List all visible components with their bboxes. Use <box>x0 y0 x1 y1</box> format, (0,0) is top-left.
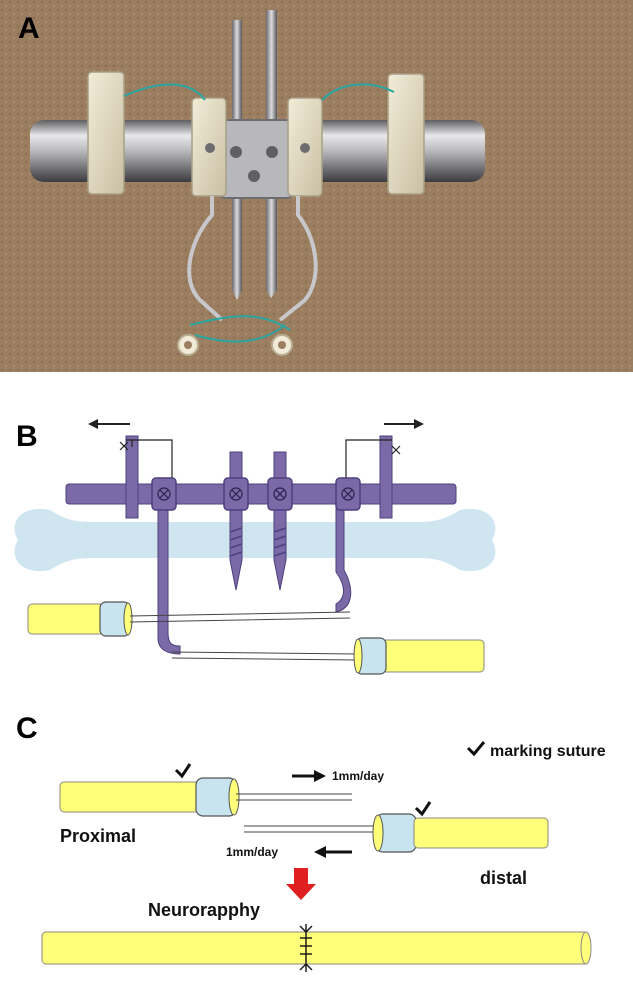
photo-suture-top-right <box>321 83 395 101</box>
photo-suture-top-left <box>123 83 206 101</box>
check-icon-distal <box>414 801 432 817</box>
check-icon-proximal <box>174 763 192 779</box>
panel-b-letter: B <box>16 420 38 453</box>
schematic-x-mark-left <box>119 441 129 451</box>
distal-wires <box>244 825 380 833</box>
photo-suture-bottom <box>189 315 291 343</box>
photo-wire-left <box>187 196 224 322</box>
schematic-arm-right <box>335 503 352 613</box>
label-proximal: Proximal <box>60 826 136 846</box>
rate-label-bottom: 1mm/day <box>226 845 278 859</box>
label-distal: distal <box>480 868 527 888</box>
schematic-post-left <box>125 435 139 519</box>
schematic-rod <box>65 483 457 505</box>
red-down-arrow-icon <box>286 868 316 900</box>
panel-c-letter: C <box>16 712 38 745</box>
schematic-pin-left <box>229 451 243 591</box>
procedure-diagram: C marking suture 1mm/day Proximal 1mm/da… <box>16 712 606 972</box>
device-schematic: B <box>14 419 496 675</box>
bone-shape <box>14 508 496 572</box>
panel-b: B <box>0 392 633 702</box>
proximal-wires <box>236 793 352 801</box>
schematic-nerve-right <box>377 639 485 673</box>
panel-a-letter: A <box>18 12 40 45</box>
schematic-arm-left <box>157 503 181 655</box>
rate-label-top: 1mm/day <box>332 769 384 783</box>
schematic-wire-lower <box>171 651 357 661</box>
photo-block-outer-right <box>387 73 425 195</box>
joined-nerve <box>41 931 589 965</box>
label-neurorapphy: Neurorapphy <box>148 900 260 920</box>
photo-wire-right <box>278 196 318 322</box>
photo-center-block <box>219 119 293 199</box>
device-photo: A <box>0 0 633 372</box>
distal-nerve <box>413 817 549 849</box>
schematic-tension-line-right <box>345 439 392 478</box>
schematic-x-mark-right <box>391 445 401 455</box>
schematic-clamps <box>151 477 361 511</box>
schematic-wire-upper <box>129 611 351 623</box>
legend-marking-suture: marking suture <box>490 743 606 760</box>
schematic-pin-right <box>273 451 287 591</box>
schematic-nerve-left <box>27 603 109 635</box>
schematic-tension-line-left <box>126 439 173 478</box>
photo-block-outer-left <box>87 71 125 195</box>
schematic-post-right <box>379 435 393 519</box>
check-icon-legend <box>466 741 486 757</box>
proximal-nerve <box>59 781 203 813</box>
panel-c: C marking suture 1mm/day Proximal 1mm/da… <box>0 700 633 981</box>
suture-mark <box>299 924 313 972</box>
panel-a: A <box>0 0 633 372</box>
